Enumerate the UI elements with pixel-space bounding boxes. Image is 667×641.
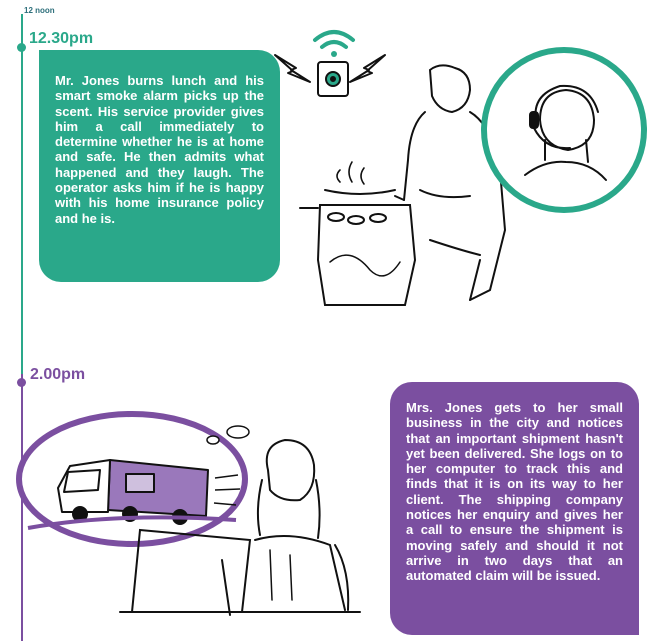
man-cooking-illustration xyxy=(299,64,507,306)
timeline-start-label: 12 noon xyxy=(24,6,55,15)
truck-icon xyxy=(27,459,241,530)
timeline-line-teal xyxy=(21,14,23,374)
event-time-2: 2.00pm xyxy=(30,366,86,383)
wifi-icon xyxy=(313,30,355,57)
operator-circle xyxy=(481,47,647,213)
timeline-line-purple xyxy=(21,374,23,641)
timeline-dot-1 xyxy=(17,43,26,52)
event-card-2: Mrs. Jones gets to her small business in… xyxy=(390,382,639,635)
smoke-alarm-icon xyxy=(317,61,349,97)
signal-bolt-icon xyxy=(274,54,386,83)
woman-laptop-illustration xyxy=(119,438,361,616)
event-time-1: 12.30pm xyxy=(29,30,94,47)
operator-illustration xyxy=(524,84,607,181)
event-card-1: Mr. Jones burns lunch and his smart smok… xyxy=(39,50,280,282)
timeline-dot-2 xyxy=(17,378,26,387)
